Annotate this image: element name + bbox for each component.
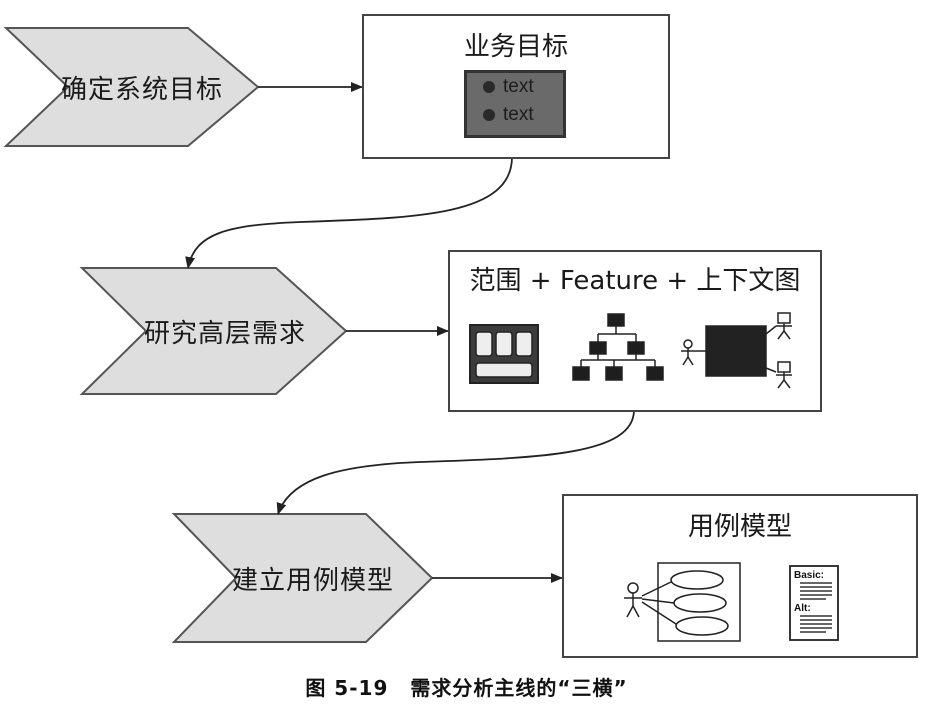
- use-case-model-box: 用例模型: [562, 494, 918, 658]
- doc-alt-label: Alt:: [794, 603, 811, 614]
- use-case-model-title: 用例模型: [687, 512, 792, 542]
- context-diagram-icon: [681, 312, 792, 389]
- step-3-label: 建立用例模型: [231, 565, 394, 596]
- figure-caption-text: 需求分析主线的“三横”: [410, 676, 628, 700]
- scope-box: 范围 + Feature + 上下文图: [448, 250, 822, 412]
- chevron-step-2: [79, 267, 348, 395]
- business-goals-box: 业务目标 text text: [362, 14, 670, 159]
- goal-item-1-text: text: [503, 76, 534, 97]
- curve-scope-to-step3: [276, 409, 635, 515]
- bullet-icon: [483, 81, 495, 93]
- window-layout-icon: [469, 324, 539, 384]
- doc-basic-label: Basic:: [794, 570, 824, 581]
- goal-item-1: text: [483, 76, 534, 98]
- scope-title: 范围 + Feature + 上下文图: [469, 266, 801, 296]
- goals-text-panel: text text: [464, 70, 566, 138]
- step-1-label: 确定系统目标: [60, 74, 223, 105]
- bullet-icon: [483, 109, 495, 121]
- figure-caption: 图 5-19 需求分析主线的“三横”: [0, 672, 933, 701]
- hierarchy-tree-icon: [572, 313, 664, 381]
- curve-business-to-step2: [185, 156, 513, 269]
- step-2-label: 研究高层需求: [143, 318, 306, 349]
- business-goals-title: 业务目标: [463, 32, 568, 62]
- use-case-diagram-icon: [624, 562, 741, 642]
- figure-number: 图 5-19: [305, 676, 389, 700]
- chevron-step-1: [3, 27, 260, 147]
- goal-item-2: text: [483, 104, 534, 126]
- use-case-document-icon: Basic: Alt:: [789, 565, 839, 641]
- chevron-step-3: [171, 513, 434, 643]
- goal-item-2-text: text: [503, 104, 534, 125]
